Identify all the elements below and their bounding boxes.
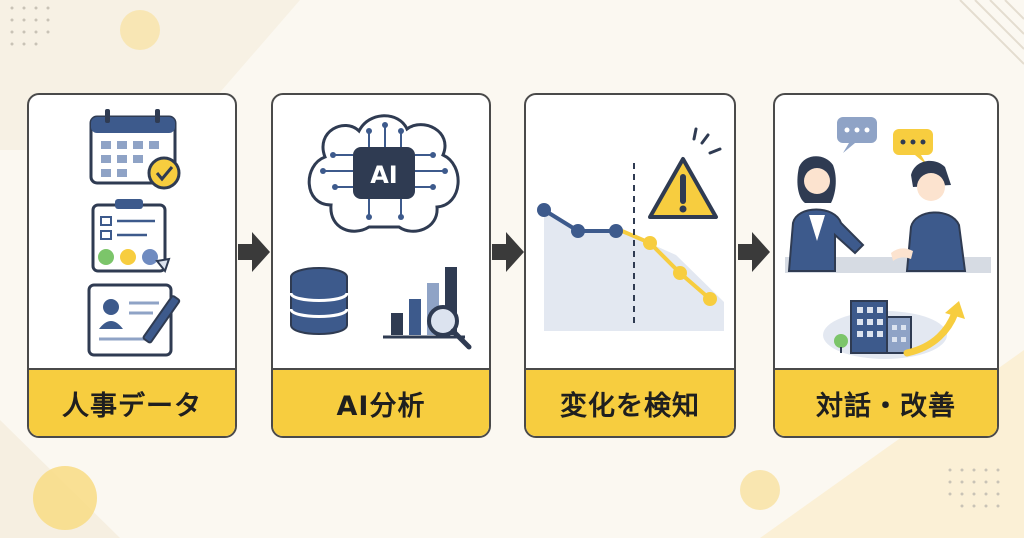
flow-arrow-icon <box>738 232 770 272</box>
database-icon <box>289 267 349 335</box>
step-card-hr-data: 人事データ <box>27 93 237 438</box>
detect-change-illustration <box>537 127 724 331</box>
step-label: 対話・改善 <box>775 368 997 436</box>
step-label: 変化を検知 <box>526 368 734 436</box>
hr-data-illustration <box>87 109 181 357</box>
dialogue-improve-illustration <box>785 117 991 359</box>
step-card-detect-change: 変化を検知 <box>524 93 736 438</box>
calendar-check-icon <box>89 109 181 190</box>
speech-bubble-icon <box>837 117 933 165</box>
step-card-ai-analysis: AI AI分析 <box>271 93 491 438</box>
building-growth-icon <box>823 300 965 359</box>
ai-chip-label: AI <box>370 161 398 189</box>
warning-triangle-icon <box>648 127 722 219</box>
bar-chart-search-icon <box>383 267 472 350</box>
step-card-dialogue-improve: 対話・改善 <box>773 93 999 438</box>
flow-arrow-icon <box>492 232 524 272</box>
employee-profile-icon <box>87 283 181 357</box>
step-label: AI分析 <box>273 368 489 436</box>
ai-brain-icon: AI <box>307 114 460 233</box>
ai-analysis-illustration: AI <box>289 114 472 350</box>
survey-clipboard-icon <box>91 199 171 274</box>
flow-arrow-icon <box>238 232 270 272</box>
declining-line-chart-icon <box>537 163 724 331</box>
step-label: 人事データ <box>29 368 235 436</box>
conversation-people-icon <box>785 156 991 273</box>
